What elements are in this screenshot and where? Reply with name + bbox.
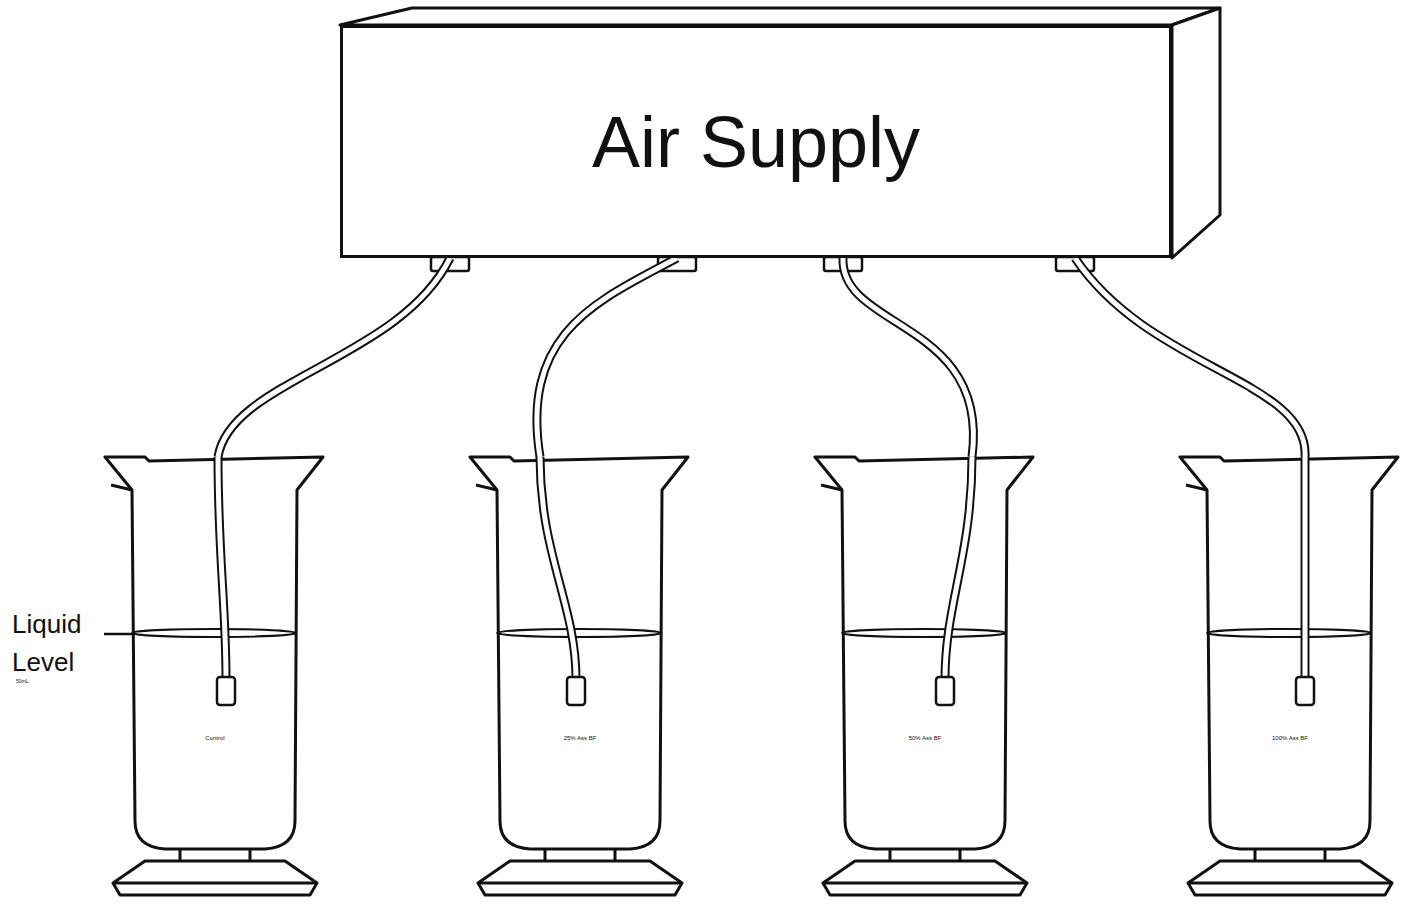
cylinder-outline (470, 457, 688, 849)
graduated-cylinder: 50% Ass BF (815, 455, 1035, 900)
hose-core (1075, 258, 1305, 457)
box-title: Air Supply (592, 106, 920, 178)
cylinder-base (1188, 861, 1392, 895)
air-stone (217, 677, 235, 705)
graduated-cylinder: Control (105, 455, 325, 900)
cylinder-spout (1186, 485, 1207, 490)
cylinder-base-edge (478, 882, 682, 885)
box-top-face (340, 8, 1220, 25)
liquid-surface (1207, 629, 1371, 637)
cylinder-spout (476, 485, 497, 490)
hose-outline (1075, 258, 1305, 457)
cylinder-stem (180, 849, 250, 861)
air-stone (936, 677, 954, 705)
cylinder-outline (815, 457, 1033, 849)
callout-label: Liquid Level (12, 605, 94, 681)
cylinder-base-edge (1188, 882, 1392, 885)
cylinder-label: Control (105, 735, 325, 741)
cylinder-label: 50% Ass BF (815, 735, 1035, 741)
cylinder-label: 25% Ass BF (470, 735, 690, 741)
hose-core (537, 258, 677, 457)
graduated-cylinder: 100% Ass BF (1180, 455, 1400, 900)
hose-outline (843, 258, 974, 457)
cylinder-base (113, 861, 317, 895)
graduated-cylinder: 25% Ass BF (470, 455, 690, 900)
box-side-face (1172, 8, 1220, 258)
graduated-cylinder (470, 455, 690, 900)
hose-inside (218, 457, 226, 679)
cylinder-base-edge (113, 882, 317, 885)
air-stone (567, 677, 585, 705)
hose-core (843, 258, 974, 457)
liquid-surface (842, 629, 1006, 637)
liquid-surface (132, 629, 296, 637)
hose-inside (945, 457, 972, 679)
air-nipples (431, 257, 1094, 271)
cylinder-base-edge (823, 882, 1027, 885)
hose-inside-core (945, 457, 972, 679)
cylinder-stem (545, 849, 615, 861)
graduated-cylinder (815, 455, 1035, 900)
cylinder-spout (111, 485, 132, 490)
air-hose (218, 258, 450, 457)
air-hose (1075, 258, 1305, 457)
hose-inside (540, 457, 576, 679)
graduated-cylinder (105, 455, 325, 900)
air-hose (843, 258, 974, 457)
cylinder-spout (821, 485, 842, 490)
hose-core (218, 258, 450, 457)
hose-outline (537, 258, 677, 457)
cylinder-label: 100% Ass BF (1180, 735, 1400, 741)
hose-outline (218, 258, 450, 457)
hose-inside-core (540, 457, 576, 679)
cylinder-stem (1255, 849, 1325, 861)
hose-inside (1301, 457, 1310, 679)
cylinder-outline (1180, 457, 1398, 849)
cylinder-outline (105, 457, 323, 849)
cylinder-base (823, 861, 1027, 895)
hose-inside-core (218, 457, 226, 679)
hose-inside-core (1303, 457, 1308, 679)
volume-label: 50mL (16, 678, 76, 684)
air-stone (1296, 677, 1314, 705)
liquid-surface (497, 629, 661, 637)
air-supply-box: Air Supply (340, 25, 1172, 258)
cylinder-stem (890, 849, 960, 861)
air-hose (537, 258, 677, 457)
cylinder-base (478, 861, 682, 895)
graduated-cylinder (1180, 455, 1400, 900)
